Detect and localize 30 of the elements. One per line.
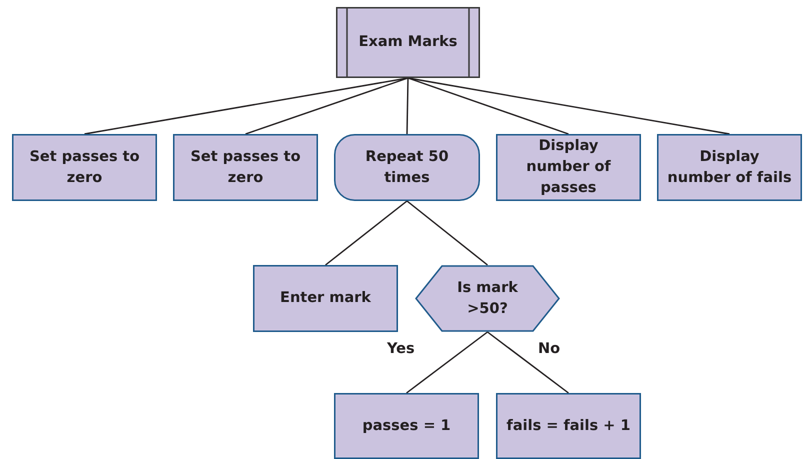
- connector-line: [325, 200, 408, 266]
- process-box: [12, 134, 157, 201]
- node-text: Exam Marks: [358, 33, 458, 52]
- node-text: Display number of fails: [666, 148, 793, 188]
- node-text: Is mark >50?: [456, 278, 519, 318]
- node-text: fails = fails + 1: [506, 416, 632, 436]
- subprocess-box: [336, 7, 480, 78]
- connector-line: [487, 331, 569, 394]
- process-box: [334, 393, 479, 459]
- process-box: [657, 134, 802, 201]
- connector-line: [245, 77, 408, 135]
- process-box: [496, 134, 641, 201]
- decision-hexagon: [415, 265, 560, 332]
- edge-label: No: [536, 340, 562, 356]
- node-text: Set passes to zero: [28, 148, 141, 188]
- process-box: [253, 265, 398, 332]
- node-text: Set passes to zero: [189, 148, 302, 188]
- connector-line: [408, 77, 730, 135]
- process-box: [173, 134, 318, 201]
- connector-line: [406, 331, 488, 394]
- node-text: Repeat 50 times: [364, 148, 450, 188]
- loop-box: [334, 134, 480, 201]
- connector-line: [406, 200, 488, 266]
- edge-label: Yes: [385, 340, 417, 356]
- node-text: Display number of passes: [525, 137, 612, 198]
- connector-line: [408, 77, 569, 135]
- connector-line: [406, 78, 409, 134]
- node-text: passes = 1: [361, 416, 452, 436]
- process-box: [496, 393, 641, 459]
- node-text: Enter mark: [279, 289, 372, 308]
